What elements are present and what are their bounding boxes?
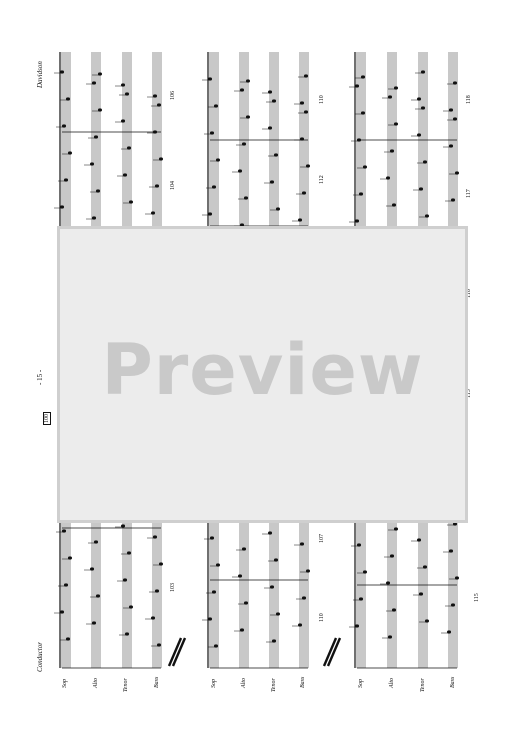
part-label-bass: Bass <box>450 676 456 688</box>
measure-number: 110 <box>319 613 325 622</box>
measure-number: 107 <box>319 534 325 543</box>
part-label-tenor: Tenor <box>420 678 426 692</box>
system-separator <box>322 637 338 667</box>
part-label-sop: Sop <box>62 679 68 688</box>
system-separator <box>171 637 187 667</box>
measure-number: 104 <box>170 181 176 190</box>
part-label-tenor: Tenor <box>271 678 277 692</box>
measure-number: 106 <box>170 91 176 100</box>
preview-text: Preview <box>101 329 424 411</box>
part-label-bass: Bass <box>154 676 160 688</box>
measure-number: 117 <box>466 189 472 198</box>
system-separator <box>167 637 183 667</box>
measure-number: 118 <box>466 95 472 104</box>
part-label-alto: Alto <box>93 678 99 688</box>
part-label-alto: Alto <box>389 678 395 688</box>
measure-number: 103 <box>170 583 176 592</box>
system-separator <box>326 637 342 667</box>
part-label-alto: Alto <box>241 678 247 688</box>
measure-number: 112 <box>319 175 325 184</box>
preview-watermark: Preview <box>57 226 468 523</box>
composer-label: Davidson <box>36 61 44 88</box>
part-label-bass: Bass <box>300 676 306 688</box>
conductor-label: Conductor <box>36 642 44 672</box>
measure-number: 115 <box>474 593 480 602</box>
part-label-sop: Sop <box>211 679 217 688</box>
part-label-sop: Sop <box>358 679 364 688</box>
part-label-tenor: Tenor <box>123 678 129 692</box>
page-number: - 15 - <box>36 369 44 385</box>
rehearsal-mark: 100 <box>43 412 51 425</box>
measure-number: 110 <box>319 95 325 104</box>
